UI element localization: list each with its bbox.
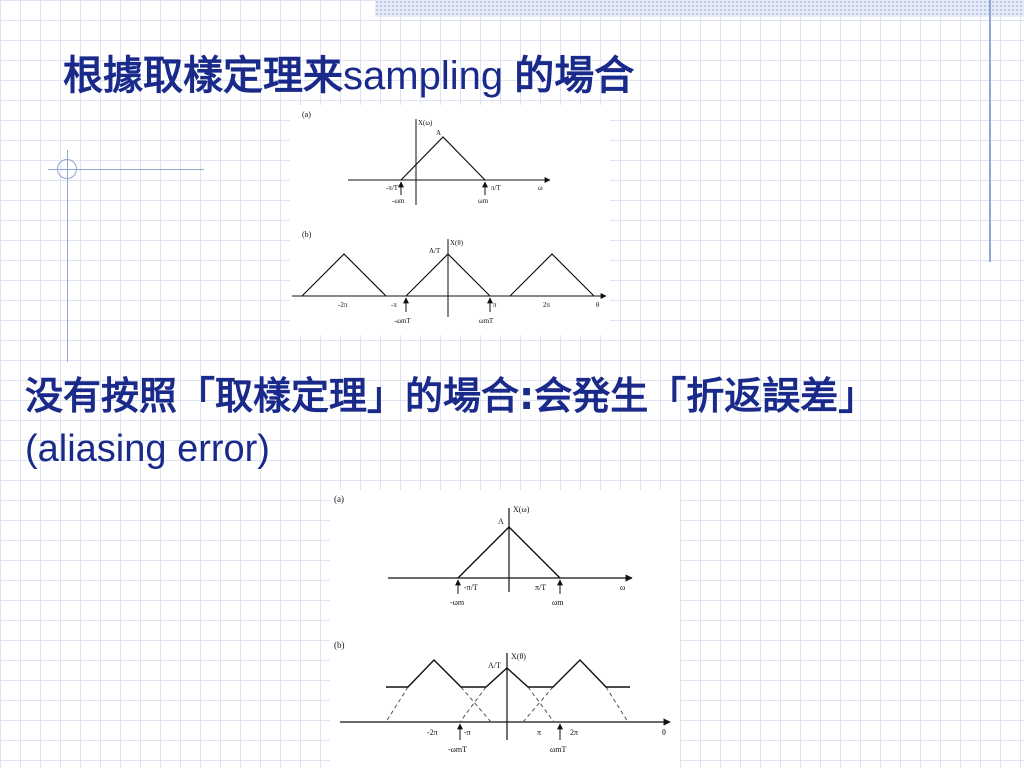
panel-b2-arrow-left-label: -ωmT [448, 745, 467, 754]
slide-title: 根據取樣定理来sampling 的場合 [63, 52, 634, 100]
panel-b2-peak-label: A/T [488, 661, 501, 670]
panel-b-tick-m2pi: -2π [338, 301, 348, 309]
panel-a2-x-label: ω [620, 583, 625, 592]
panel-a-spectrum: (a) X(ω) A -π/T π/T ω -ωm ωm [302, 110, 551, 205]
left-decor-circle [57, 159, 77, 179]
panel-b-sampled-spectrum: (b) X(θ) A/T -2π -π π 2π θ -ωmT ωmT [292, 230, 607, 325]
panel-b-tick-mpi: -π [391, 301, 397, 309]
panel-a-peak-label: A [436, 129, 441, 137]
aliasing-note: 没有按照「取樣定理」的場合:会発生「折返誤差」 (aliasing error) [25, 370, 975, 475]
panel-b2-x-label: θ [662, 728, 666, 737]
panel-b-tick-2pi: 2π [543, 301, 551, 309]
note-cjk: 没有按照「取樣定理」的場合:会発生「折返誤差」 [25, 374, 877, 418]
panel-b2-tick-m2pi: -2π [427, 728, 438, 737]
note-latin: (aliasing error) [25, 428, 270, 470]
figure-proper-sampling: (a) X(ω) A -π/T π/T ω -ωm ωm (b) X(θ) A/… [290, 105, 610, 335]
panel-b-x-label: θ [596, 301, 600, 309]
panel-a-y-label: X(ω) [418, 119, 433, 127]
panel-a-arrow-right-label: ωm [478, 197, 489, 205]
panel-a-tick-left: -π/T [386, 184, 399, 192]
panel-b-y-label: X(θ) [450, 239, 464, 247]
figure-aliasing: (a) X(ω) A -π/T π/T ω -ωm ωm (b) X(θ) A/… [330, 490, 680, 768]
panel-a-x-label: ω [538, 184, 543, 192]
panel-a2-arrow-right-label: ωm [552, 598, 564, 607]
left-decor-vertical-line [67, 150, 68, 362]
panel-b-arrow-right-label: ωmT [479, 317, 494, 325]
right-decor-line [989, 0, 991, 262]
panel-b2-arrow-right-label: ωmT [550, 745, 566, 754]
panel-b-peak-label: A/T [429, 247, 441, 255]
title-cjk-end: 的場合 [514, 53, 635, 99]
title-latin: sampling [343, 54, 515, 98]
panel-a2-tick-right: π/T [535, 583, 546, 592]
panel-b-tick-pi: π [493, 301, 497, 309]
panel-a-tick-right: π/T [491, 184, 501, 192]
panel-a-arrow-left-label: -ωm [392, 197, 405, 205]
panel-b2-label: (b) [334, 640, 345, 650]
panel-a2-peak-label: A [498, 517, 504, 526]
panel-a2-arrow-left-label: -ωm [450, 598, 465, 607]
panel-b2-tick-2pi: 2π [570, 728, 578, 737]
panel-b2-y-label: X(θ) [511, 652, 526, 661]
panel-a2-y-label: X(ω) [513, 505, 530, 514]
left-decor-horizontal-line [48, 169, 204, 170]
panel-a2-tick-left: -π/T [464, 583, 478, 592]
panel-a2-label: (a) [334, 494, 344, 504]
panel-b-arrow-left-label: -ωmT [394, 317, 411, 325]
panel-b2-tick-pi: π [537, 728, 541, 737]
panel-b2-tick-mpi: -π [464, 728, 471, 737]
top-decor-band [375, 0, 1024, 17]
panel-b-label: (b) [302, 230, 312, 239]
panel-a-label: (a) [302, 110, 311, 119]
panel-b-aliased-spectrum: (b) X(θ) A/T -2π -π π 2π θ -ωmT ωmT [334, 640, 671, 754]
title-cjk: 根據取樣定理来 [63, 53, 343, 99]
panel-a-spectrum-aliasing: (a) X(ω) A -π/T π/T ω -ωm ωm [334, 494, 633, 607]
